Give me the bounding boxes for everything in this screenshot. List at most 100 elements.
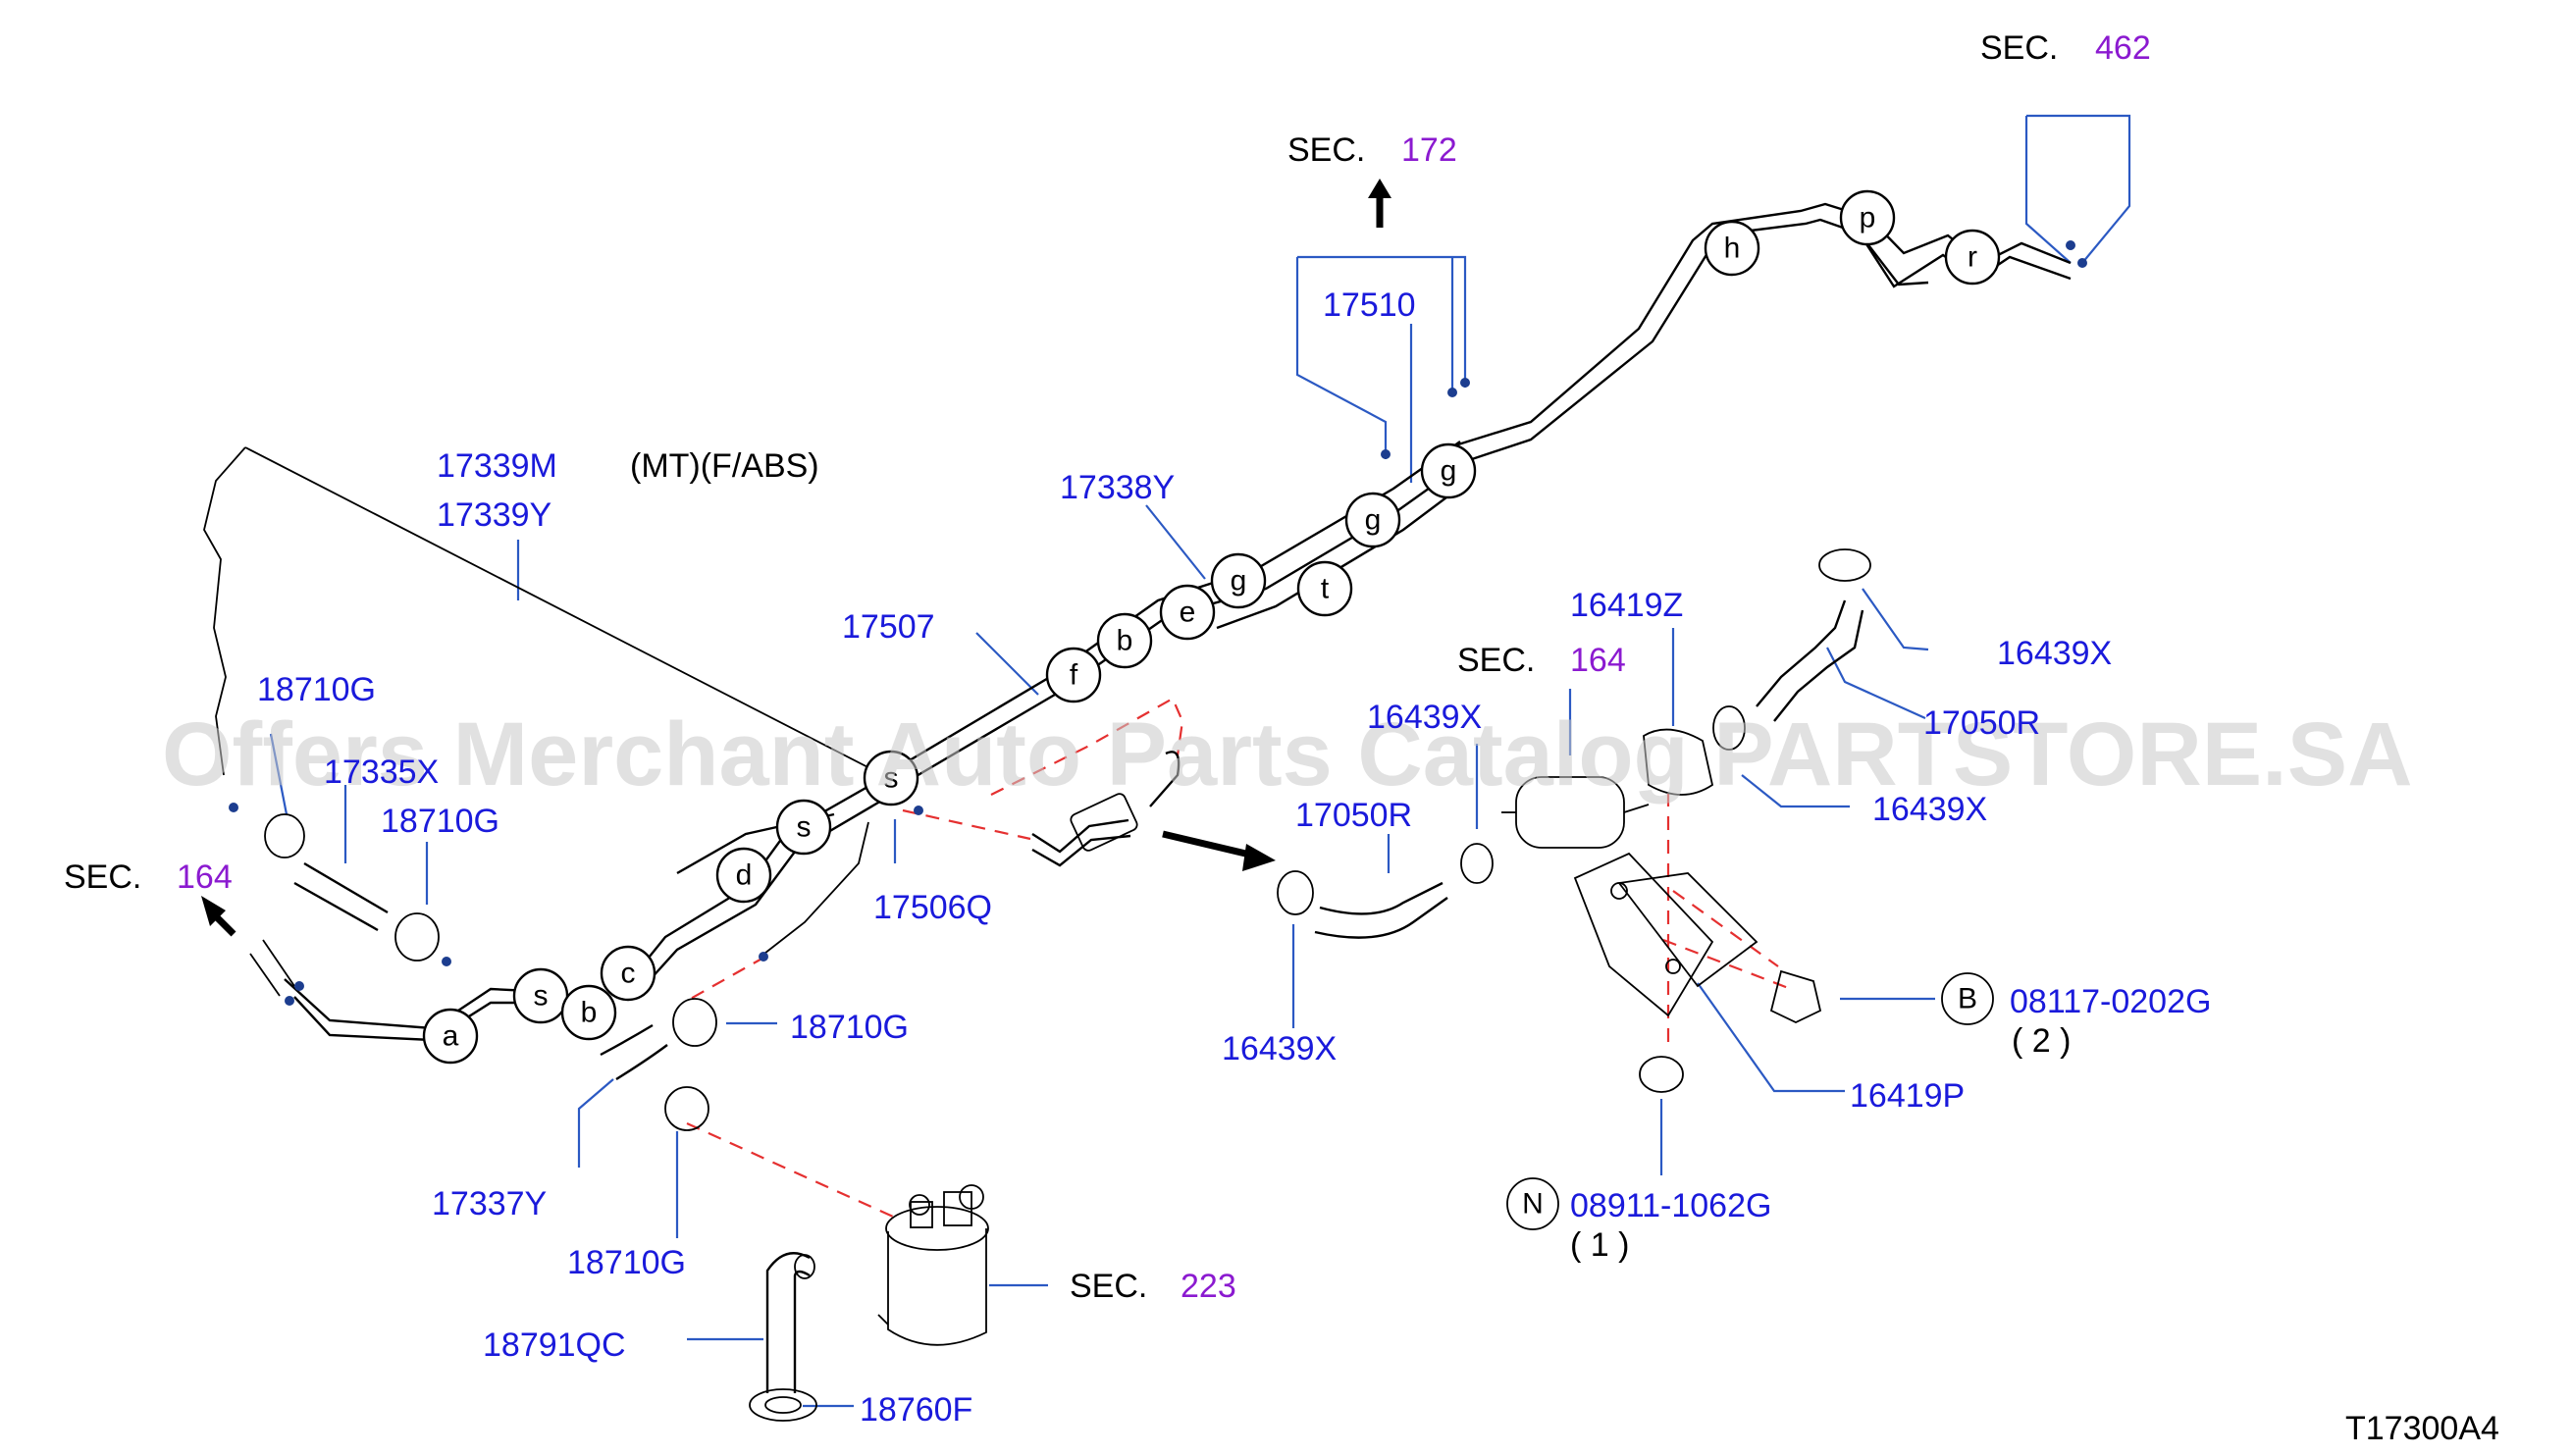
svg-text:g: g: [1441, 455, 1457, 488]
svg-text:d: d: [736, 859, 753, 892]
svg-text:B: B: [1958, 983, 1977, 1015]
part-label: 17507: [842, 608, 935, 646]
leader-lines: [269, 114, 2131, 1408]
svg-text:a: a: [443, 1020, 459, 1053]
clip-bubble: g: [1210, 552, 1267, 609]
part-label: 08911-1062G: [1570, 1187, 1771, 1224]
part-label: 16439X: [1872, 791, 1987, 828]
part-labels: 17510 17339M 17339Y 17338Y 17507 18710G …: [257, 286, 2211, 1429]
bolt: [1769, 969, 1822, 1023]
clip-bubble: r: [1944, 229, 2001, 286]
svg-text:f: f: [1070, 659, 1078, 692]
clip-bubble: e: [1159, 584, 1216, 641]
svg-text:223: 223: [1181, 1268, 1236, 1305]
svg-text:164: 164: [177, 858, 233, 896]
svg-text:SEC.: SEC.: [1457, 642, 1535, 679]
part-label: 18710G: [790, 1009, 909, 1046]
part-label: 17339Y: [437, 496, 551, 534]
svg-text:b: b: [581, 997, 598, 1029]
svg-text:SEC.: SEC.: [1980, 29, 2058, 67]
hose-clamp: [1818, 548, 1871, 582]
clip-bubble: s: [512, 967, 569, 1024]
part-label: 17339M: [437, 447, 557, 485]
quantity-label: ( 1 ): [1570, 1226, 1629, 1264]
svg-text:g: g: [1365, 504, 1382, 537]
clip-bubble: d: [715, 847, 772, 904]
svg-text:SEC.: SEC.: [64, 858, 141, 896]
clip-bubble: s: [863, 750, 919, 806]
diagram-code: T17300A4: [2345, 1410, 2499, 1447]
svg-text:172: 172: [1401, 131, 1457, 169]
svg-text:s: s: [534, 980, 549, 1013]
fuel-pipes: [203, 202, 2072, 1081]
quantity-label: ( 2 ): [2012, 1022, 2071, 1060]
clip: [1643, 728, 1714, 796]
section-reference: SEC. 164: [1457, 642, 1626, 679]
svg-text:b: b: [1117, 625, 1133, 657]
svg-text:s: s: [884, 762, 899, 795]
clip-bubble: s: [775, 799, 832, 856]
arrow-up-icon: [1368, 179, 1391, 228]
hose-clamp: [664, 1086, 709, 1131]
connection-dots: [229, 240, 2087, 1006]
section-reference: SEC. 462: [1980, 29, 2151, 67]
clip-bubble: c: [600, 945, 656, 1002]
part-label: 16439X: [1222, 1030, 1337, 1067]
svg-text:r: r: [1968, 241, 1977, 274]
fastener-marker-b: B: [1941, 972, 1994, 1025]
svg-text:SEC.: SEC.: [1070, 1268, 1147, 1305]
clip-bubble: b: [560, 984, 617, 1041]
part-label: 17050R: [1923, 704, 2040, 742]
svg-text:s: s: [797, 811, 812, 844]
part-label: 17050R: [1295, 797, 1412, 834]
part-label: 17338Y: [1060, 469, 1175, 506]
part-label: 18791QC: [483, 1326, 626, 1364]
hose-clamp: [1712, 705, 1746, 751]
part-label: 08117-0202G: [2010, 983, 2211, 1020]
part-label: 17510: [1323, 286, 1416, 324]
part-label: 18710G: [257, 671, 376, 708]
section-reference: SEC. 223: [1070, 1268, 1236, 1305]
clip-bubble: b: [1096, 612, 1153, 669]
svg-text:p: p: [1860, 202, 1876, 234]
clip-bubble: t: [1296, 560, 1353, 617]
svg-text:SEC.: SEC.: [1287, 131, 1365, 169]
part-label: 17337Y: [432, 1185, 547, 1222]
svg-text:N: N: [1522, 1188, 1544, 1221]
hose-clamp: [264, 813, 305, 858]
svg-text:g: g: [1231, 565, 1247, 598]
svg-text:c: c: [621, 958, 636, 990]
clip-bubble: p: [1839, 189, 1896, 246]
svg-text:t: t: [1321, 573, 1330, 605]
section-reference: SEC. 172: [1287, 131, 1457, 169]
bracket: [1573, 852, 1714, 1017]
clip-bubble: g: [1344, 492, 1401, 548]
clip-bubble: a: [422, 1008, 479, 1065]
part-label: 16439X: [1367, 699, 1482, 736]
nut: [1639, 1056, 1684, 1093]
clip-bubble: g: [1420, 442, 1477, 499]
part-label: 18710G: [381, 803, 499, 840]
part-label: 18760F: [860, 1391, 972, 1429]
variant-note: (MT)(F/ABS): [630, 447, 819, 485]
watermark: Offers Merchant Auto Parts Catalog PARTS…: [162, 704, 2413, 805]
clip-bubbles: h p r g g t g e b f s s d c s b a: [422, 189, 2001, 1065]
part-label: 16439X: [1997, 635, 2112, 672]
svg-text:462: 462: [2095, 29, 2151, 67]
svg-text:e: e: [1180, 597, 1196, 629]
grommet: [749, 1388, 817, 1422]
part-label: 16419Z: [1570, 587, 1683, 624]
arrows: [201, 179, 1391, 937]
part-label: 17335X: [324, 754, 439, 791]
arrow-right-icon: [1162, 830, 1276, 871]
hose-clamp: [1277, 870, 1314, 915]
fastener-marker-n: N: [1506, 1177, 1559, 1230]
section-reference: SEC. 164: [64, 858, 233, 896]
hose-clamp: [394, 912, 440, 962]
components: [249, 548, 1871, 1422]
hose-clamp: [672, 998, 717, 1047]
part-label: 17506Q: [873, 889, 992, 926]
part-label: 16419P: [1850, 1077, 1965, 1115]
svg-text:h: h: [1724, 233, 1741, 265]
